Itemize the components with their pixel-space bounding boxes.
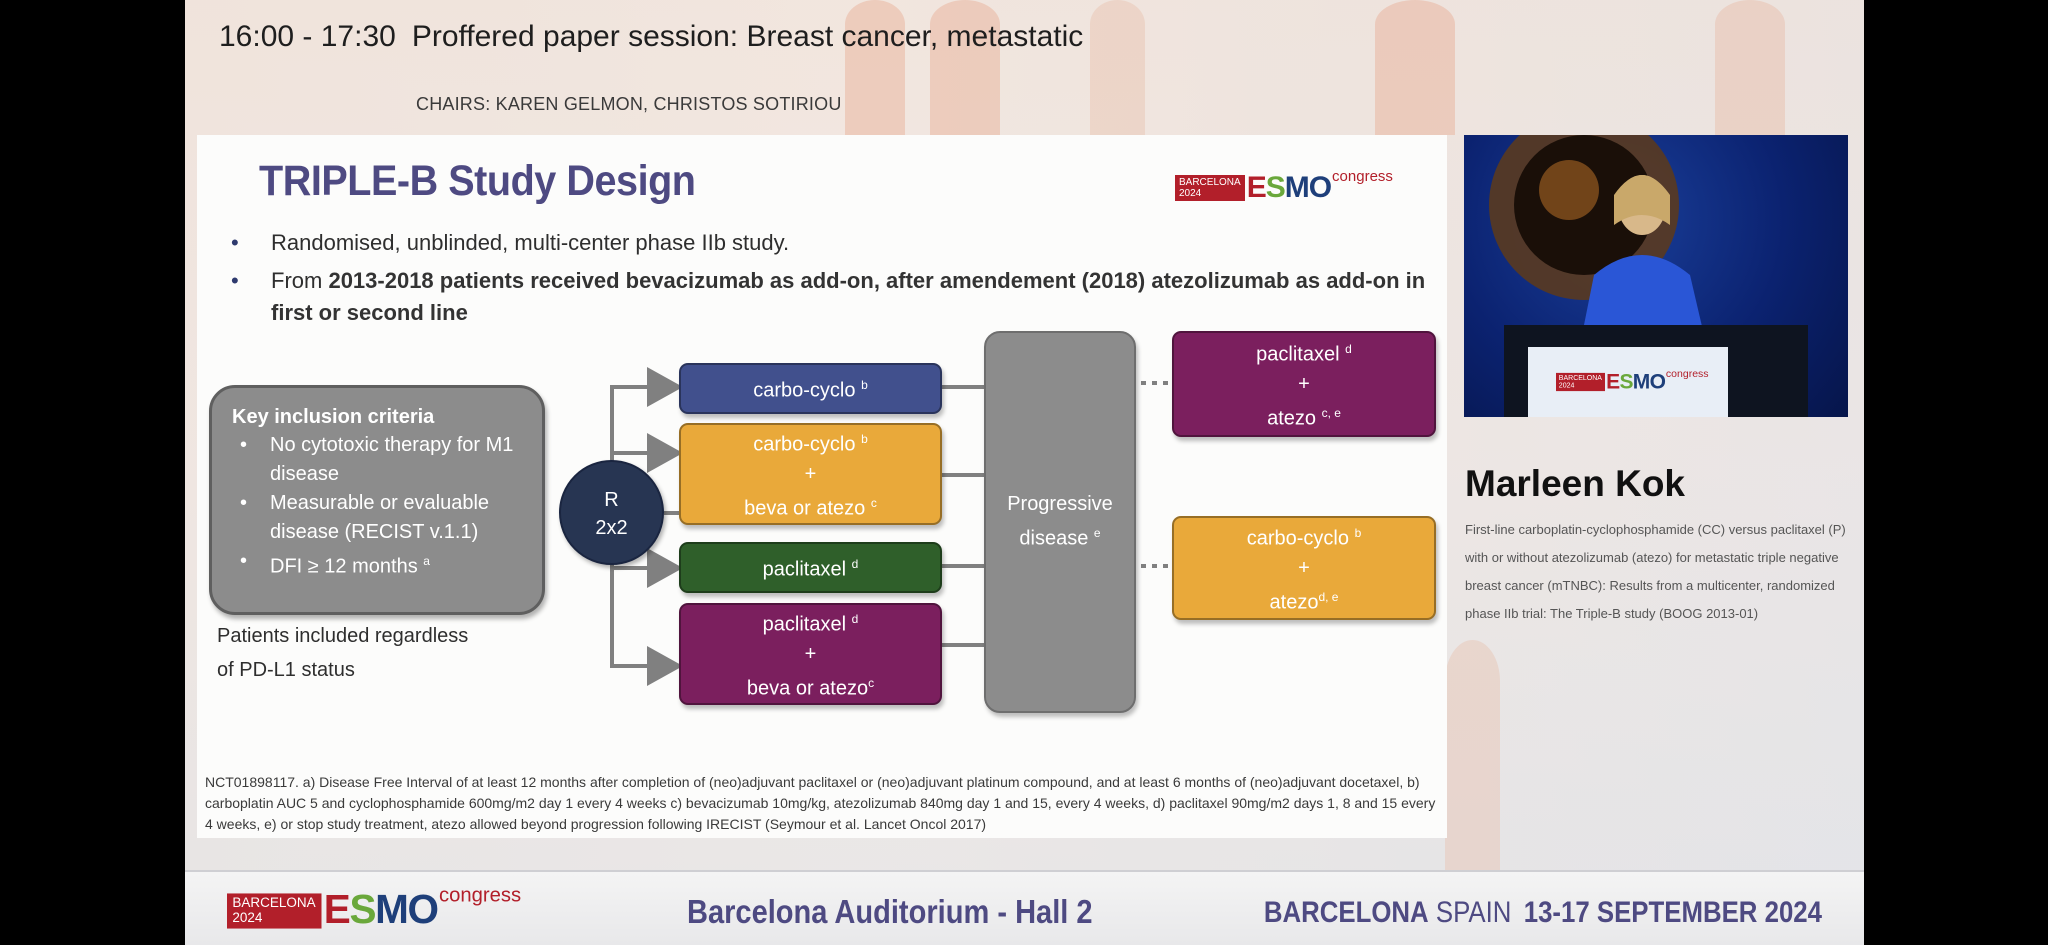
speaker-video: BARCELONA 2024 ESMO congress [1464,135,1848,417]
criteria-heading: Key inclusion criteria [232,406,435,428]
slide-title: TRIPLE-B Study Design [259,157,696,205]
after-progression-paclitaxel-atezo: paclitaxel d + atezo c, e [1172,331,1436,437]
presentation-slide: TRIPLE-B Study Design BARCELONA 2024 ESM… [197,135,1447,838]
venue-label: Barcelona Auditorium - Hall 2 [687,893,1093,930]
slide-bullets: Randomised, unblinded, multi-center phas… [227,227,1437,335]
background-tower-decoration [1715,0,1785,135]
footer-esmo-logo: BARCELONA 2024 ESMO congress [227,884,521,931]
event-country: SPAIN [1435,896,1512,929]
logo-location: BARCELONA 2024 [1175,175,1245,201]
randomization-node: R 2x2 [559,460,664,565]
criteria-item: DFI ≥ 12 months a [232,547,524,582]
background-tower-decoration [930,0,1000,135]
broadcast-frame: 16:00 - 17:30 Proffered paper session: Br… [185,0,1864,945]
background-tower-decoration [1375,0,1455,135]
talk-title: First-line carboplatin-cyclophosphamide … [1465,522,1846,621]
logo-suffix: congress [1332,168,1393,185]
criteria-item: Measurable or evaluable disease (RECIST … [232,489,524,547]
pdl1-note: Patients included regardless of PD-L1 st… [217,625,469,681]
after-progression-carbo-cyclo-atezo: carbo-cyclo b + atezod, e [1172,516,1436,620]
arm-paclitaxel: paclitaxel d [679,542,942,593]
speaker-name: Marleen Kok [1465,463,1686,504]
session-title: Proffered paper session: Breast cancer, … [411,20,1084,53]
arm-carbo-cyclo-plus-beva-atezo: carbo-cyclo b + beva or atezo c [679,423,942,525]
podium-esmo-logo: BARCELONA 2024 ESMO congress [1556,368,1709,392]
slide-footnote: NCT01898117. a) Disease Free Interval of… [205,774,1436,832]
background-tower-decoration [1445,640,1500,870]
background-tower-decoration [1090,0,1145,135]
session-time: 16:00 - 17:30 [219,20,396,53]
bottom-bar: BARCELONA 2024 ESMO congress Barcelona A… [185,870,1864,945]
background-tower-decoration [845,0,905,135]
criteria-item: No cytotoxic therapy for M1 disease [232,431,524,489]
esmo-logo: BARCELONA 2024 ESMO congress [1175,168,1393,204]
event-dates: 13-17 SEPTEMBER 2024 [1523,896,1822,929]
speaker-video-scene [1489,135,1808,417]
arm-carbo-cyclo: carbo-cyclo b [679,363,942,414]
session-chairs: CHAIRS: KAREN GELMON, CHRISTOS SOTIRIOU [416,94,842,114]
inclusion-criteria-box: Key inclusion criteria No cytotoxic ther… [209,385,545,615]
progressive-disease-box: Progressive disease e [984,331,1136,713]
logo-brand: ESMO [1246,171,1332,204]
bullet-item: From 2013-2018 patients received bevaciz… [227,265,1437,329]
session-header: 16:00 - 17:30 Proffered paper session: Br… [219,20,1083,54]
bullet-item: Randomised, unblinded, multi-center phas… [227,227,1437,259]
event-city: BARCELONA [1263,896,1429,929]
event-info: BARCELONA SPAIN 13-17 SEPTEMBER 2024 [1264,896,1822,930]
arm-paclitaxel-plus-beva-atezo: paclitaxel d + beva or atezoc [679,603,942,705]
